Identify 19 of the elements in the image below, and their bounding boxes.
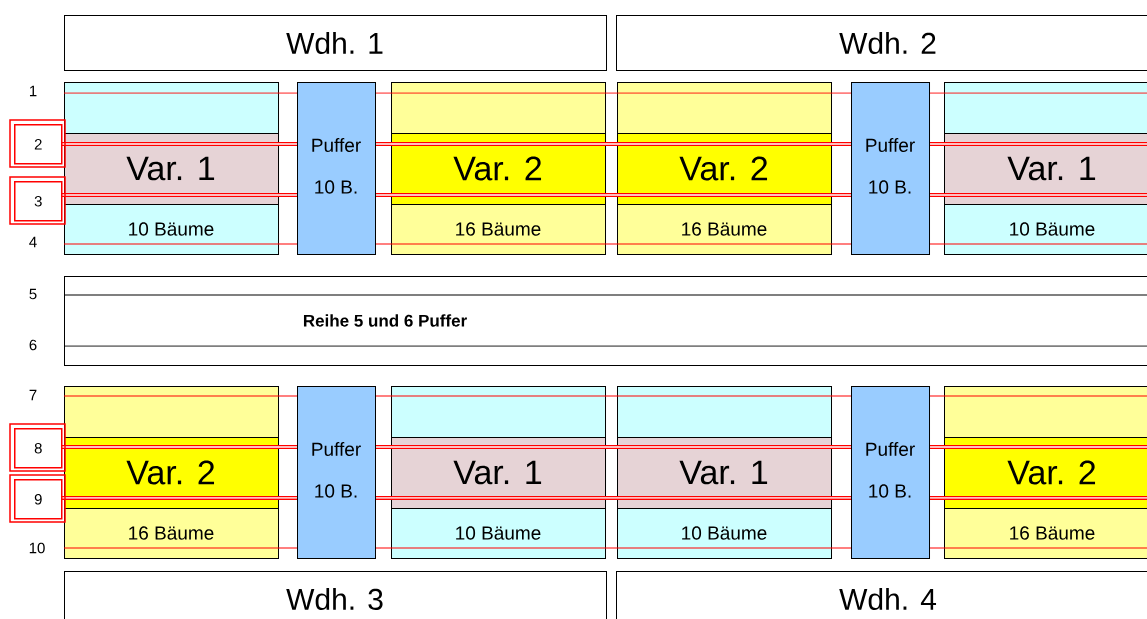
- row-number: 4: [29, 236, 37, 248]
- row-number-box: 2: [9, 119, 66, 168]
- buffer-box: Puffer 10 B.: [851, 82, 930, 255]
- row-number-box: 8: [9, 423, 66, 472]
- header-box: Wdh. 3: [64, 571, 607, 619]
- row-number-box: 9: [9, 474, 66, 523]
- header-box: Wdh. 4: [616, 571, 1147, 619]
- header-box: Wdh. 1: [64, 15, 607, 71]
- buffer-box: Puffer 10 B.: [851, 386, 930, 559]
- row-number-box: 3: [9, 176, 66, 225]
- header-box: Wdh. 2: [616, 15, 1147, 71]
- buffer-strip: Reihe 5 und 6 Puffer: [63, 276, 1147, 366]
- buffer-box: Puffer 10 B.: [297, 386, 376, 559]
- row-number: 5: [29, 288, 37, 300]
- row-number: 1: [30, 85, 37, 97]
- row-number: 7: [29, 389, 37, 401]
- row-number: 10: [29, 542, 45, 554]
- row-number: 6: [29, 339, 37, 351]
- buffer-box: Puffer 10 B.: [297, 82, 376, 255]
